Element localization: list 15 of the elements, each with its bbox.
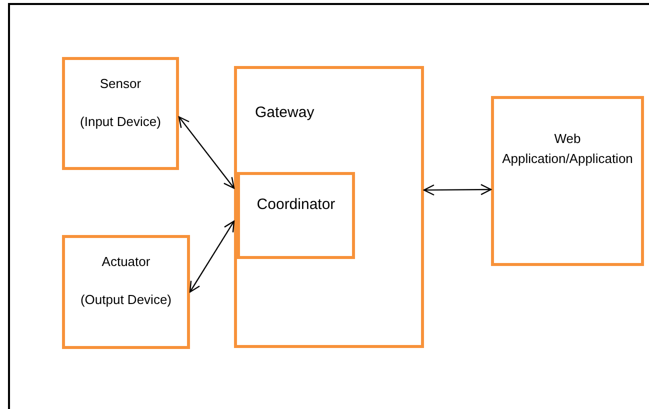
node-title: Coordinator <box>256 195 336 215</box>
double-arrow <box>178 116 235 189</box>
device-box <box>62 235 190 349</box>
node-title: Gateway <box>255 103 314 123</box>
application-box <box>491 96 644 266</box>
node-title: Actuator <box>102 253 150 271</box>
node-subtitle: (Input Device) <box>80 113 161 132</box>
double-arrow <box>189 220 235 293</box>
node-subtitle: (Output Device) <box>80 291 172 310</box>
device-box <box>62 57 179 170</box>
node-title: Sensor <box>100 75 142 93</box>
double-arrow <box>423 184 492 196</box>
node-title: Web Application/Application <box>502 130 633 168</box>
gateway-box <box>234 66 424 348</box>
coordinator-box <box>237 172 355 259</box>
